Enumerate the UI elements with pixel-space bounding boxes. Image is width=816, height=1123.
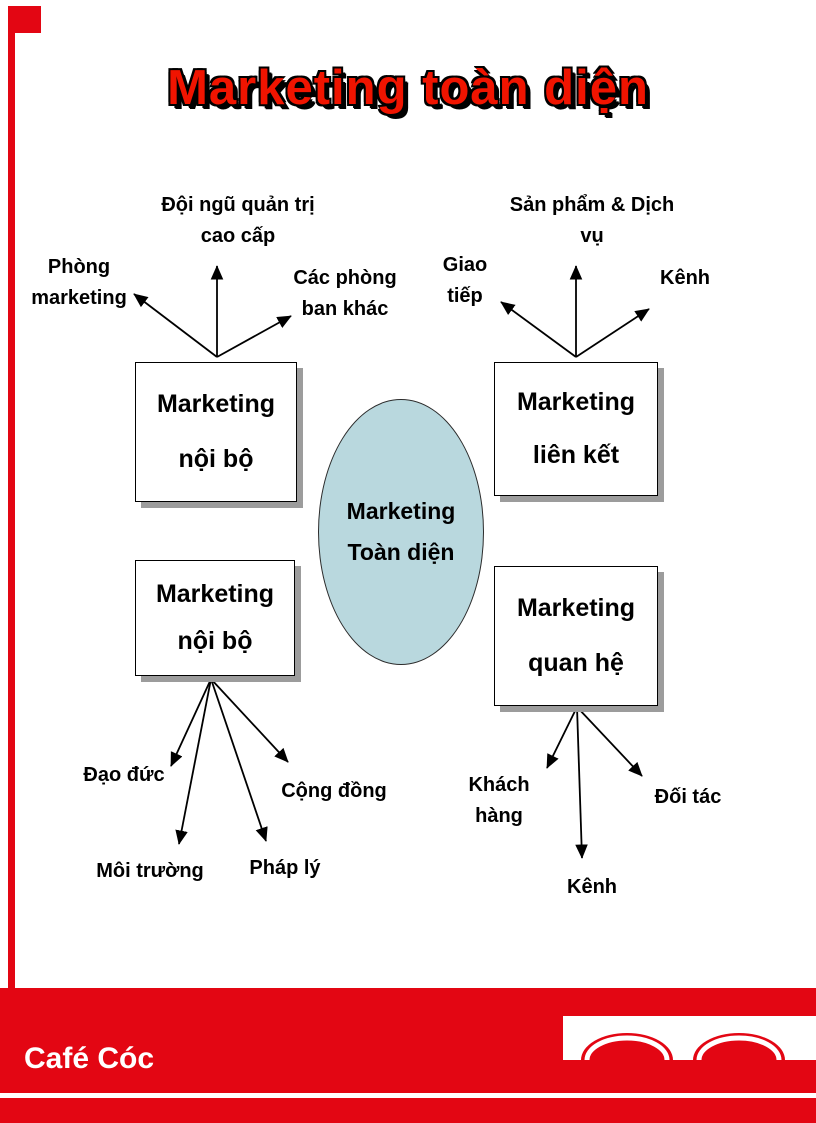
left-red-bar xyxy=(8,33,15,988)
arrow-moi-truong xyxy=(175,678,212,845)
box-label-line: nội bộ xyxy=(177,627,253,656)
page-title: Marketing toàn diện xyxy=(167,61,649,115)
box-label-line: liên kết xyxy=(532,441,620,470)
spoke-label-phap-ly: Pháp lý xyxy=(249,857,321,879)
footer-white-line xyxy=(0,1093,816,1098)
arrow-phong-marketing xyxy=(133,293,218,358)
arrow-cac-phong xyxy=(216,315,292,358)
arrow-kenh-bottom xyxy=(575,706,588,859)
spoke-label-cac-phong: Các phòng ban khác xyxy=(293,267,397,320)
arrow-doi-tac xyxy=(576,706,643,777)
arrow-kenh-top xyxy=(575,308,650,358)
spoke-label-moi-truong: Môi trường xyxy=(96,860,204,882)
box-label-line: nội bộ xyxy=(178,445,254,474)
box-label-line: Marketing xyxy=(155,579,275,608)
center-ellipse-line: Toàn diện xyxy=(347,539,455,565)
spoke-label-kenh-bottom: Kênh xyxy=(567,876,617,898)
box-marketing-bottom-left: Marketing nội bộ xyxy=(135,560,295,676)
spoke-label-phong-marketing: Phòng marketing xyxy=(31,256,127,309)
footer-ornament-graphic xyxy=(563,988,816,1085)
spoke-label-kenh-top: Kênh xyxy=(660,267,710,289)
box-marketing-top-right: Marketing liên kết xyxy=(494,362,658,496)
box-label-line: Marketing xyxy=(516,387,636,416)
box-marketing-bottom-right: Marketing quan hệ xyxy=(494,566,658,706)
arrow-giao-tiep xyxy=(500,301,577,358)
spoke-label-cong-dong: Cộng đồng xyxy=(281,780,387,802)
arrow-cong-dong xyxy=(210,678,289,763)
spoke-label-doi-tac: Đối tác xyxy=(654,786,722,808)
box-label-line: Marketing xyxy=(156,389,276,418)
box-label-line: quan hệ xyxy=(528,649,624,678)
box-label-line: Marketing xyxy=(516,593,636,622)
spoke-label-doi-ngu: Đội ngũ quản trị cao cấp xyxy=(161,194,315,247)
arrow-khach-hang xyxy=(546,706,578,769)
footer-brand: Café Cóc xyxy=(24,1042,155,1075)
spoke-label-khach-hang: Khách hàng xyxy=(468,774,530,827)
arrow-phap-ly xyxy=(210,678,268,842)
arrow-dao-duc xyxy=(170,678,212,767)
spoke-label-san-pham: Sản phẩm & Dịch vụ xyxy=(509,194,675,247)
center-ellipse-line: Marketing xyxy=(346,498,456,524)
spoke-label-dao-duc: Đạo đức xyxy=(83,764,165,786)
corner-red-square xyxy=(8,6,41,33)
center-ellipse: Marketing Toàn diện xyxy=(318,399,484,665)
footer-ornament xyxy=(563,988,816,1085)
connector-arrows xyxy=(133,265,650,859)
spoke-label-giao-tiep: Giao tiếp xyxy=(442,254,488,307)
box-marketing-top-left: Marketing nội bộ xyxy=(135,362,297,502)
